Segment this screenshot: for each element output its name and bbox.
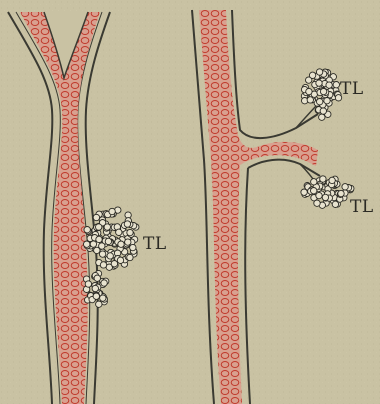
lymph-cell (100, 262, 106, 268)
lymph-cell (320, 176, 326, 182)
lymph-cell (320, 108, 326, 114)
lymph-cell (99, 251, 105, 257)
lymph-cell (127, 229, 133, 235)
lymph-cell (84, 241, 90, 247)
lymph-cell (105, 238, 111, 244)
lymph-cell (320, 88, 326, 94)
lymph-cell (326, 82, 332, 88)
lymph-cell (309, 72, 315, 78)
label-tl-right-top: TL (340, 81, 364, 98)
lymph-cell (96, 236, 102, 242)
lymph-cell (104, 224, 110, 230)
lymph-cell (125, 239, 131, 245)
lymph-cell (107, 253, 113, 259)
lymph-cell (301, 189, 307, 195)
lymph-cell (316, 69, 322, 75)
lymph-cell (127, 254, 133, 260)
lymph-cell (306, 88, 312, 94)
lymph-cell (101, 280, 107, 286)
lymph-cell (100, 295, 106, 301)
lymph-cell (311, 179, 317, 185)
lymph-cell (342, 184, 348, 190)
lymph-cell (94, 275, 100, 281)
lymph-cell (117, 257, 123, 263)
lymph-cell (109, 208, 115, 214)
lymph-cell (322, 194, 328, 200)
lymph-cell (316, 192, 322, 198)
lymph-cell (314, 200, 320, 206)
lymph-cell (316, 80, 322, 86)
lymph-cell (90, 241, 96, 247)
label-tl-right-bottom: TL (350, 199, 374, 216)
lymph-cell (317, 99, 323, 105)
lymph-cell (338, 190, 344, 196)
lymph-cell (118, 241, 124, 247)
lymph-cell (99, 243, 105, 249)
lymph-cell (96, 224, 102, 230)
lymph-cell (329, 177, 335, 183)
lymph-cell (93, 214, 99, 220)
label-tl-left: TL (143, 236, 167, 253)
lymph-cell (333, 82, 339, 88)
lymph-cell (96, 301, 102, 307)
lymph-cell (116, 229, 122, 235)
lymph-cell (85, 281, 91, 287)
lymph-cell (84, 227, 90, 233)
lymph-cell (92, 285, 98, 291)
lymph-cell (307, 97, 313, 103)
lymph-cell (319, 114, 325, 120)
lymph-cell (124, 221, 130, 227)
lymph-cell (111, 261, 117, 267)
lymph-cell (324, 98, 330, 104)
lymph-cell (311, 188, 317, 194)
lymph-cell (332, 201, 338, 207)
lymph-cell (130, 244, 136, 250)
lymph-cell (93, 293, 99, 299)
